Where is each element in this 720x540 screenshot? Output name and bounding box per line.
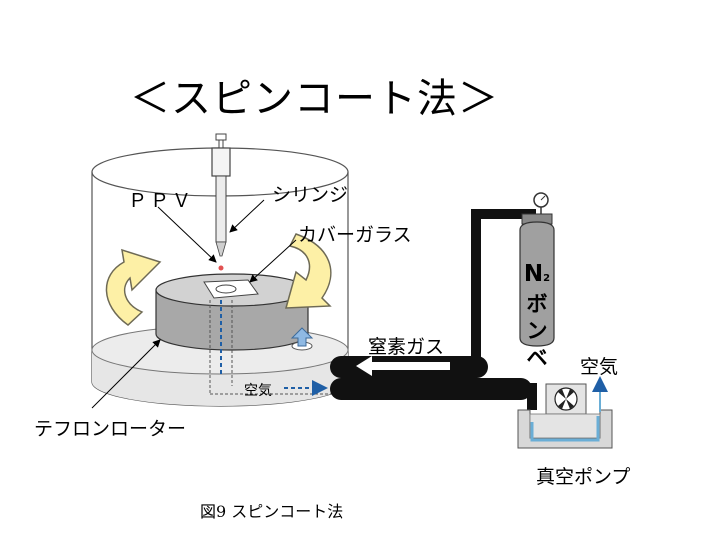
n2-formula-sub: 2 — [543, 273, 551, 284]
gas-outlet — [290, 327, 314, 351]
n2-char-3: ベ — [526, 346, 548, 370]
inner-air-flow — [220, 300, 328, 396]
figure-caption: 図9 スピンコート法 — [200, 502, 344, 521]
n2-formula-main: N — [523, 261, 544, 287]
ppv-droplet — [218, 265, 224, 271]
label-air-inner: 空気 — [244, 383, 272, 399]
label-nitrogen-gas: 窒素ガス — [368, 336, 445, 358]
label-cover-glass: カバーガラス — [298, 224, 412, 246]
label-ppv: ＰＰＶ — [128, 190, 195, 212]
syringe — [211, 133, 231, 271]
rotation-arrow-left — [105, 248, 162, 326]
label-syringe: シリンジ — [272, 184, 349, 206]
nitrogen-tube — [330, 209, 536, 378]
label-vacuum-pump: 真空ポンプ — [536, 466, 631, 488]
vacuum-tube — [330, 378, 537, 410]
n2-cylinder-label: N2 ボ ン ベ — [522, 262, 552, 372]
n2-char-1: ボ — [526, 292, 548, 316]
rotation-arrow-right — [285, 233, 332, 309]
fan-icon — [554, 387, 578, 411]
page-title: ＜スピンコート法＞ — [130, 76, 499, 122]
leader-lines — [91, 199, 297, 409]
n2-char-2: ン — [526, 319, 548, 343]
vacuum-pump — [517, 376, 613, 449]
n2-cylinder — [519, 192, 555, 347]
label-teflon-rotor: テフロンローター — [34, 418, 187, 440]
label-air-outer: 空気 — [580, 356, 619, 378]
